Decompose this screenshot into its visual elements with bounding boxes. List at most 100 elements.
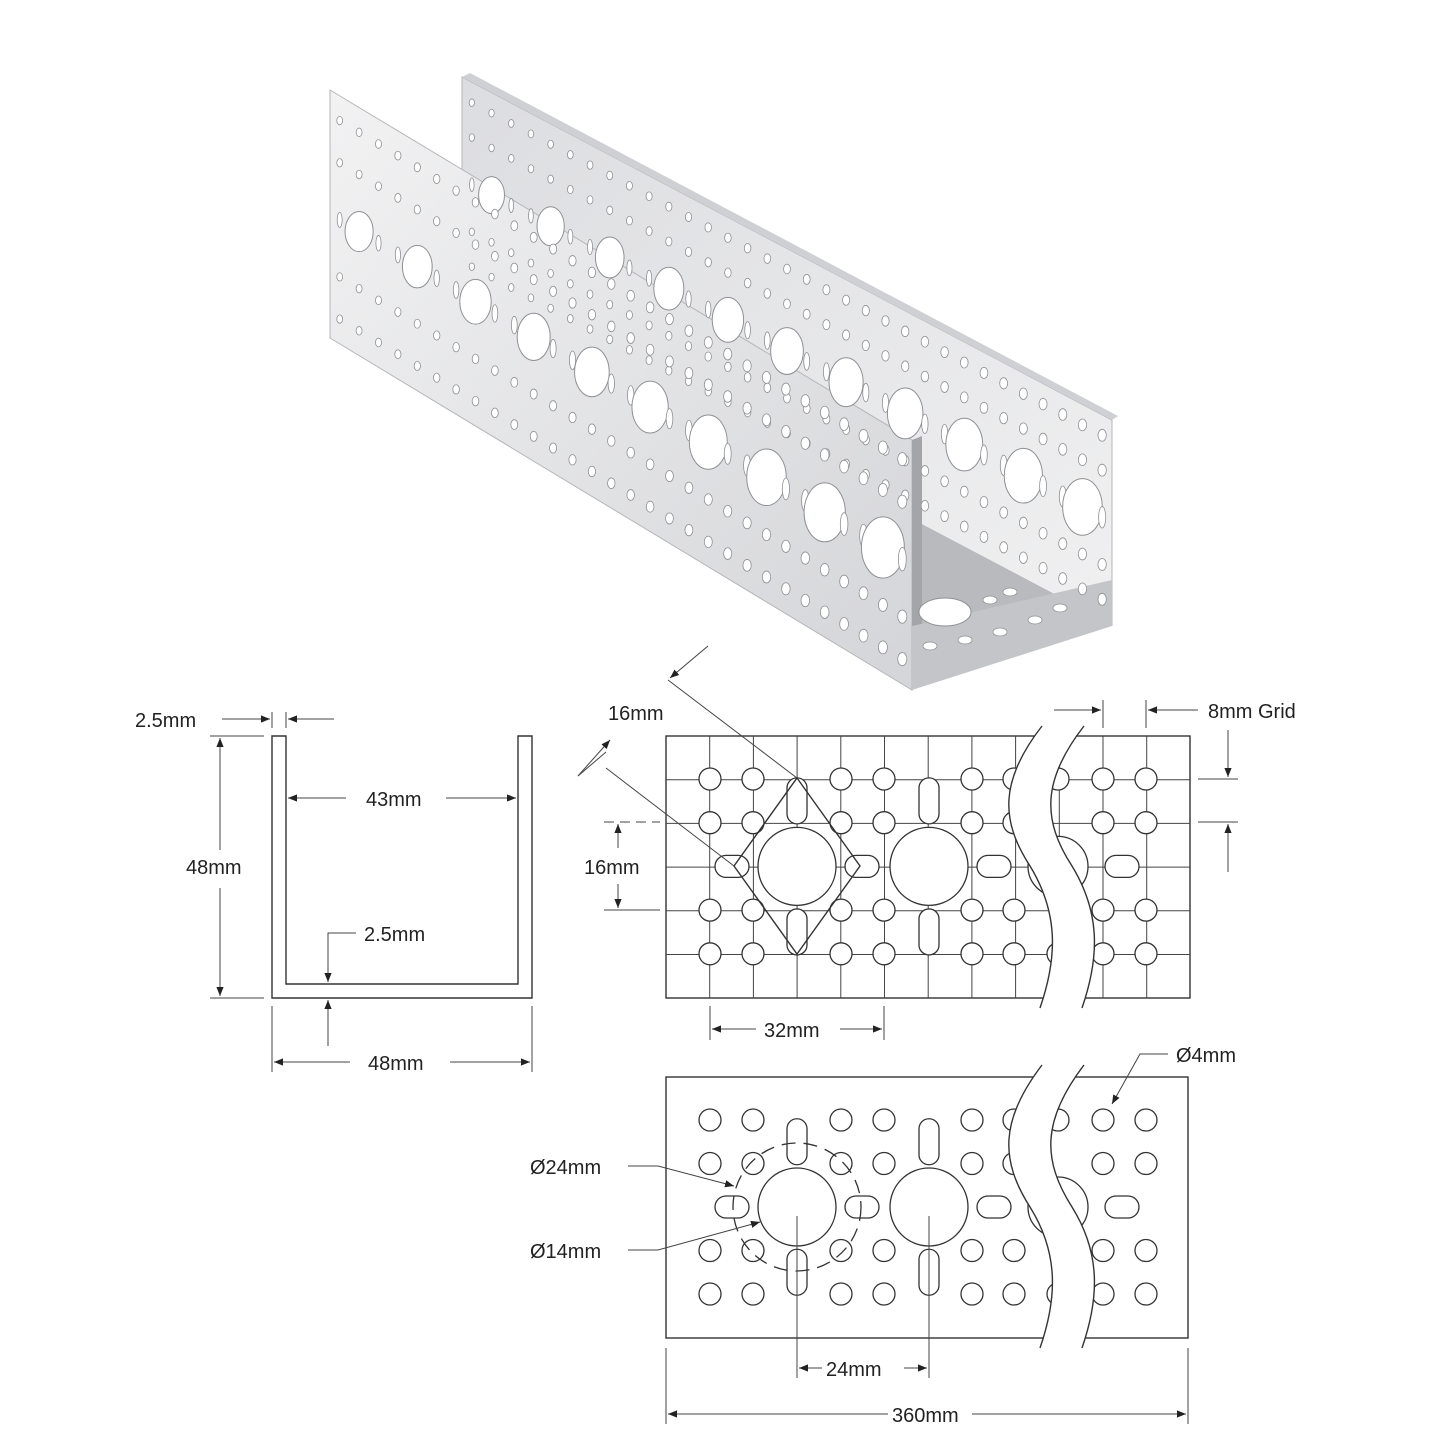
render-small-hole [920,370,930,383]
small-hole [960,898,984,922]
render-bore-hole [803,482,846,543]
render-small-hole [452,185,460,196]
render-small-hole [1018,551,1028,564]
render-slot [744,321,751,340]
render-small-hole [842,329,851,341]
render-bore-hole [746,448,787,507]
render-slot [587,239,593,256]
render-slot [1039,475,1047,497]
render-slot [781,477,790,501]
small-hole [960,1151,984,1176]
render-small-hole [527,258,535,268]
render-small-hole [979,401,989,414]
render-small-hole [763,382,772,393]
render-small-hole [742,516,752,530]
horizontal-slot [976,1195,1012,1219]
render-small-hole [468,227,475,237]
render-slot [452,281,460,299]
render-small-hole [529,231,538,243]
base-thickness-label: 2.5mm [364,924,425,946]
small-hole [698,1108,722,1132]
render-small-hole [587,465,596,478]
render-small-hole [1058,408,1068,421]
render-small-hole [586,160,594,170]
render-small-hole [665,355,674,368]
render-small-hole [858,471,869,486]
small-hole [872,1282,896,1306]
small-hole [1002,1282,1026,1306]
render-small-hole [606,299,614,310]
render-small-hole [625,310,633,320]
render-small-hole [336,272,344,282]
small-hole [829,1108,853,1132]
small-hole [698,811,722,835]
render-slot [508,198,514,213]
render-small-hole [724,232,732,243]
render-small-hole [877,483,888,497]
render-small-hole [567,314,574,324]
render-bore-hole [401,244,433,289]
hole-24mm-label: Ø24mm [530,1157,601,1179]
render-small-hole [723,504,733,518]
render-small-hole [510,262,519,274]
small-hole [960,1108,984,1132]
render-small-hole [508,283,515,292]
render-bore-hole [1003,447,1043,504]
render-slot [433,269,440,287]
render-small-hole [529,430,538,442]
render-floor-small-hole [957,635,973,645]
render-small-hole [1077,453,1087,467]
small-hole [829,811,853,835]
render-small-hole [606,334,614,345]
side-16mm-label: 16mm [584,857,640,879]
small-hole [698,1238,722,1263]
render-floor-hole [918,597,972,627]
small-hole [829,1282,853,1306]
render-slot [375,235,382,252]
render-small-hole [488,237,495,247]
render-floor-small-hole [982,595,998,605]
render-small-hole [684,341,693,352]
render-small-hole [800,551,811,565]
render-small-hole [819,448,830,462]
render-slot [897,546,907,572]
render-small-hole [645,355,653,366]
render-slot [685,290,692,308]
render-slot [803,352,811,371]
render-small-hole [684,524,694,537]
break-gap-base [1008,1065,1095,1348]
small-hole [829,942,853,966]
render-bore-hole [344,210,374,253]
vertical-slot [918,908,940,956]
render-small-hole [394,307,402,317]
render-small-hole [940,381,949,393]
render-small-hole [861,305,870,317]
render-small-hole [587,266,596,279]
small-hole [1134,767,1158,791]
mounting-diamond [733,776,861,956]
render-small-hole [665,313,674,326]
render-slot [528,208,534,224]
render-small-hole [1097,592,1107,606]
render-small-hole [999,377,1009,390]
render-small-hole [842,294,851,306]
render-bore-hole [594,236,625,279]
horizontal-slot [714,854,750,879]
base-plate-view: Ø4mm Ø24mm Ø14mm 24mm 360mm [530,1045,1236,1427]
render-small-hole [433,330,441,341]
render-bore-hole [688,414,728,470]
small-hole [1134,1238,1158,1263]
render-small-hole [375,337,382,348]
render-small-hole [704,351,712,362]
render-floor-small-hole [1052,603,1068,613]
render-bore-hole [860,516,905,579]
render-bore-hole [536,206,565,247]
render-small-hole [743,372,752,383]
horizontal-slot [844,1195,880,1219]
small-hole [960,811,984,835]
render-small-hole [626,332,635,344]
small-hole [741,767,765,791]
render-small-hole [960,391,969,404]
channel-3d-render [329,73,1118,691]
